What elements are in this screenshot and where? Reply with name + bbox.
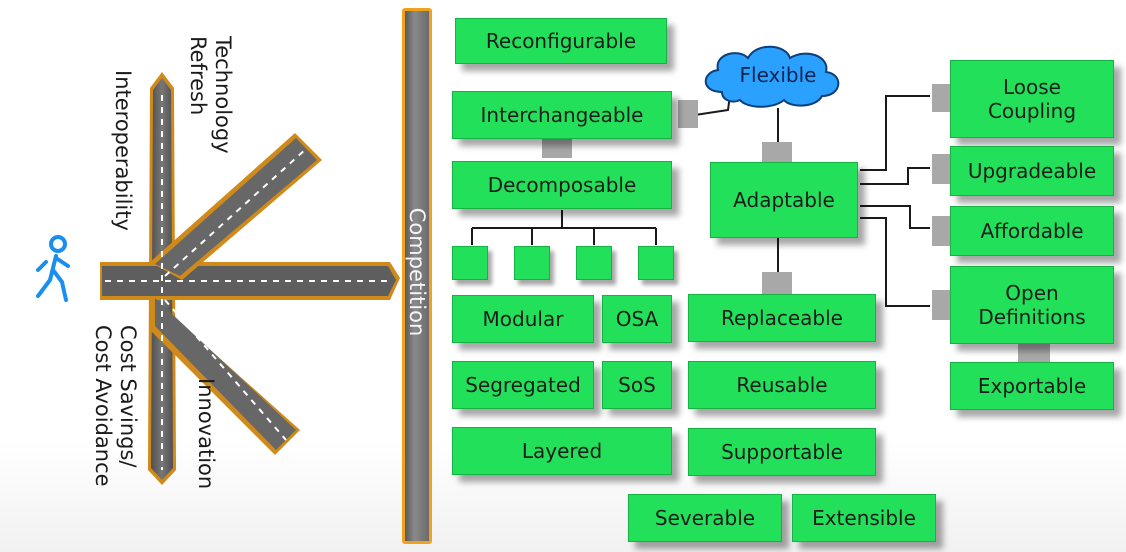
box-layered: Layered (452, 427, 672, 475)
box-reconfigurable: Reconfigurable (455, 18, 667, 64)
box-upgradeable: Upgradeable (950, 146, 1114, 196)
box-decomposable: Decomposable (452, 161, 672, 209)
box-interchangeable: Interchangeable (452, 91, 672, 139)
module-box-2 (514, 246, 550, 280)
road-network (100, 72, 400, 485)
box-exportable: Exportable (950, 362, 1114, 410)
box-osa: OSA (602, 295, 672, 343)
box-sos: SoS (602, 361, 672, 409)
box-adaptable: Adaptable (710, 162, 858, 238)
road-label-innovation: Innovation (194, 378, 218, 490)
box-segregated: Segregated (452, 361, 594, 409)
road-label-cost-savings: Cost Savings/ Cost Avoidance (91, 325, 140, 487)
competition-bar (402, 8, 432, 544)
box-replaceable: Replaceable (688, 294, 876, 342)
box-open-definitions: Open Definitions (950, 266, 1114, 344)
flexible-cloud (704, 45, 840, 108)
box-loose-coupling: Loose Coupling (950, 60, 1114, 138)
module-box-4 (638, 246, 674, 280)
flexible-label: Flexible (739, 63, 817, 87)
competition-label: Competition (405, 207, 429, 337)
box-severable: Severable (628, 494, 782, 542)
walking-person-icon (36, 235, 70, 302)
box-modular: Modular (452, 295, 594, 343)
box-extensible: Extensible (792, 494, 936, 542)
module-box-1 (452, 246, 488, 280)
module-box-3 (576, 246, 612, 280)
road-label-interoperability: Interoperability (111, 70, 135, 231)
box-supportable: Supportable (688, 428, 876, 476)
connector-lines (471, 94, 930, 307)
box-reusable: Reusable (688, 361, 876, 409)
road-label-technology-refresh: Technology Refresh (186, 36, 235, 154)
connector-blocks (542, 84, 1050, 364)
box-affordable: Affordable (950, 206, 1114, 256)
